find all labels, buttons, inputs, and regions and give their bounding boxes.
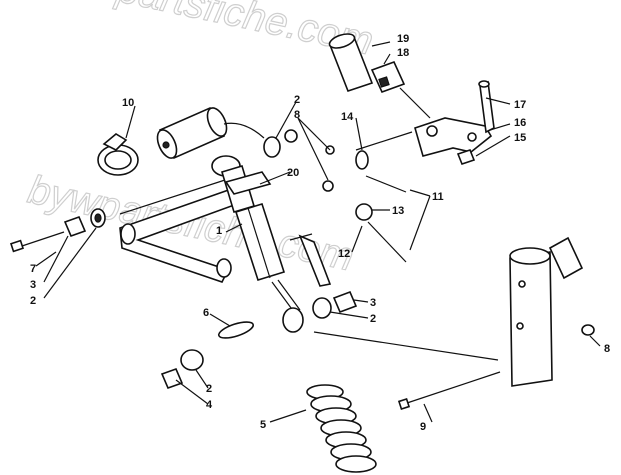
reservoir <box>97 106 265 176</box>
callout-12: 12 <box>338 248 350 260</box>
callout-3a: 3 <box>30 279 36 291</box>
callout-13: 13 <box>392 205 404 217</box>
callout-3b: 3 <box>370 297 376 309</box>
watermark-top: bywpartsfiche.com <box>44 0 377 64</box>
callout-9: 9 <box>420 421 426 433</box>
callout-2c: 2 <box>370 313 376 325</box>
callout-2d: 2 <box>206 383 212 395</box>
callout-8b: 8 <box>604 343 610 355</box>
callout-17: 17 <box>514 99 526 111</box>
callout-8a: 8 <box>294 109 300 121</box>
callout-11: 11 <box>432 191 444 203</box>
callout-2b: 2 <box>30 295 36 307</box>
callout-5: 5 <box>260 419 266 431</box>
linkage-bracket <box>414 80 495 165</box>
callout-10: 10 <box>122 97 134 109</box>
callout-18: 18 <box>397 47 409 59</box>
leader-lines <box>35 41 601 423</box>
shock-absorber <box>211 155 301 313</box>
callout-19: 19 <box>397 33 409 45</box>
hardware <box>10 129 595 411</box>
callout-15: 15 <box>514 132 526 144</box>
callout-1: 1 <box>216 225 222 237</box>
callout-16: 16 <box>514 117 526 129</box>
callout-14: 14 <box>341 111 354 123</box>
spindle-housing <box>509 236 584 387</box>
spring <box>306 384 377 473</box>
a-arm <box>119 185 250 283</box>
knob-assembly <box>328 33 431 119</box>
callout-20: 20 <box>287 167 299 179</box>
callout-6: 6 <box>203 307 209 319</box>
callout-2a: 2 <box>294 94 300 106</box>
callout-7: 7 <box>30 263 36 275</box>
callout-4: 4 <box>206 399 213 411</box>
callout-labels: 19 18 10 2 8 14 17 16 15 20 11 13 1 12 7… <box>30 33 610 433</box>
